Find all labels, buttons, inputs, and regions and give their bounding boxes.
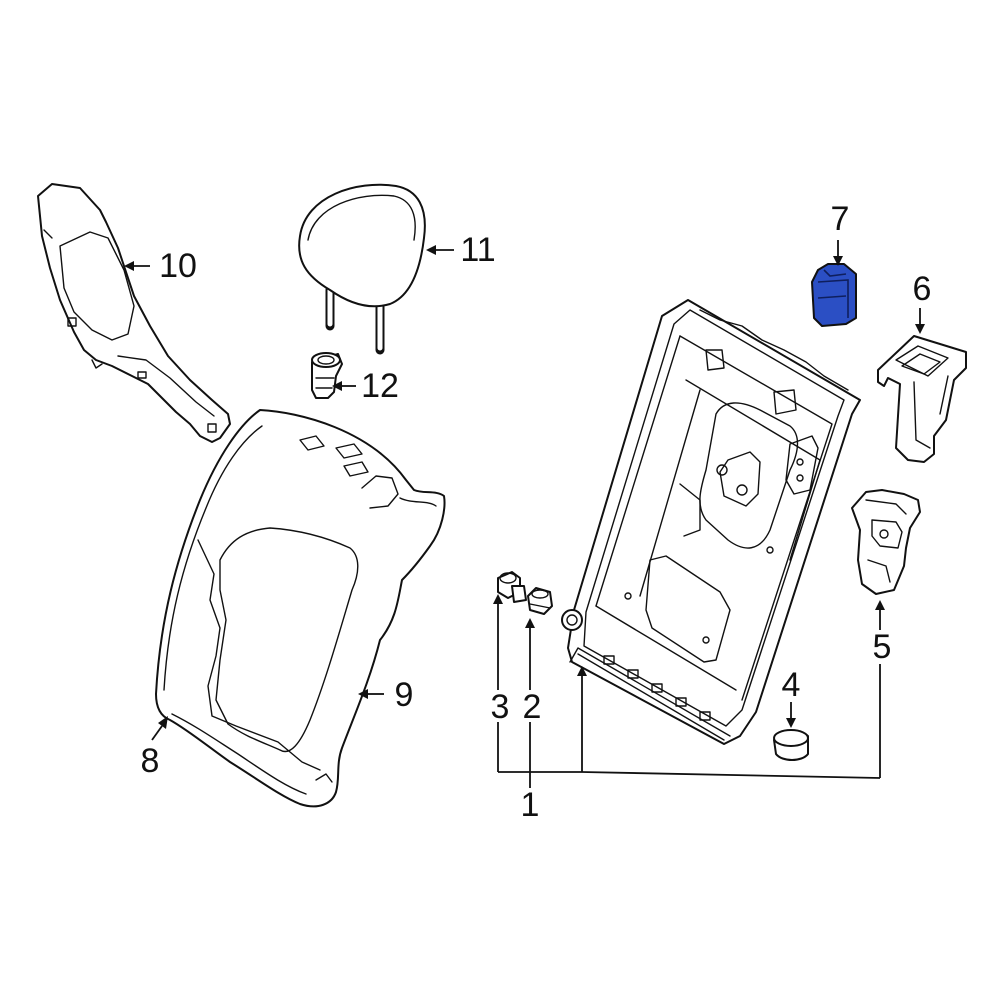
part-7-latch-cover[interactable] [811,263,857,327]
part-1-seat-back-frame[interactable] [561,299,861,745]
callout-labels: 1 2 3 4 5 6 7 8 9 10 11 12 [141,200,932,824]
callout-8: 8 [141,742,160,780]
callout-5: 5 [873,628,892,666]
callout-2: 2 [523,688,542,726]
part-11-headrest[interactable] [298,183,426,355]
part-2-nut[interactable] [527,587,553,615]
callout-9: 9 [395,676,414,714]
callout-6: 6 [913,270,932,308]
leader-lines [124,240,925,788]
callout-12: 12 [361,367,399,405]
part-12-headrest-guide[interactable] [311,352,343,399]
callout-10: 10 [159,247,197,285]
callout-7: 7 [831,200,850,238]
part-4-plug[interactable] [773,729,809,761]
part-5-hinge-bracket[interactable] [851,489,921,595]
callout-4: 4 [782,666,801,704]
callout-11: 11 [460,231,495,269]
part-3-bolt[interactable] [497,571,527,603]
callout-1: 1 [521,786,540,824]
callout-3: 3 [491,688,510,726]
part-6-bracket[interactable] [877,335,967,463]
part-8-9-seat-back-cushion[interactable] [155,409,446,808]
part-10-side-trim-panel[interactable] [37,183,231,443]
